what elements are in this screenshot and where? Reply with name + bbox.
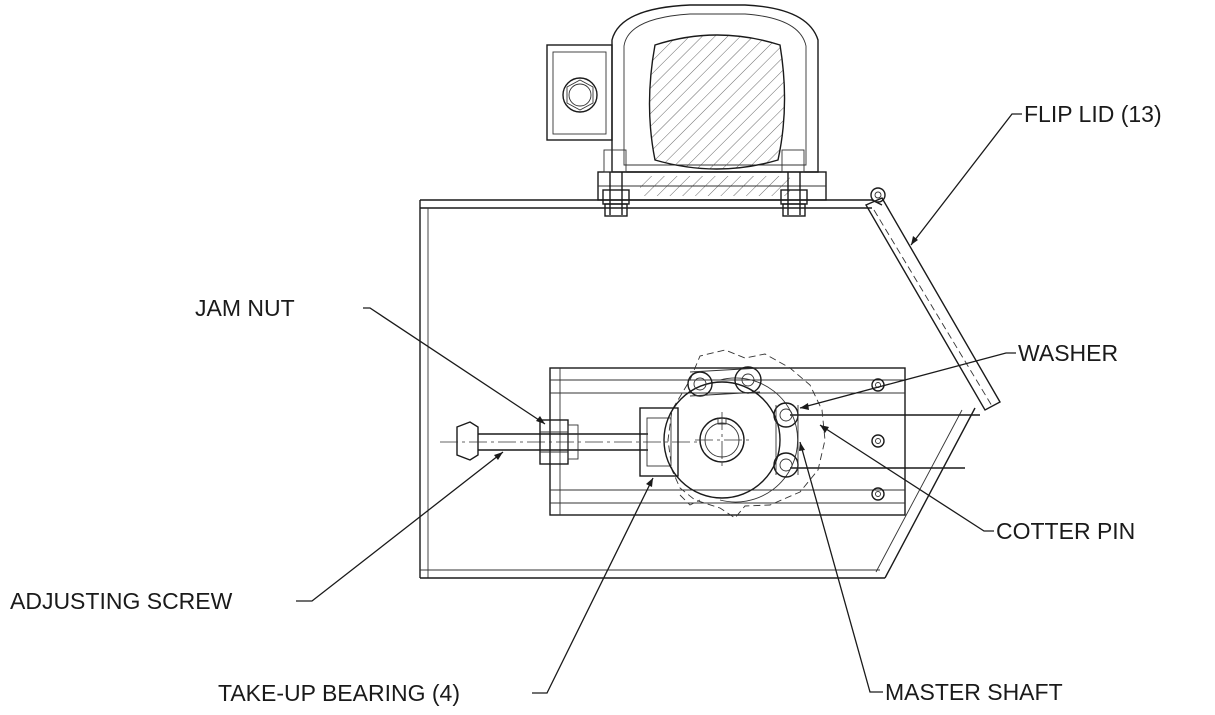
housing [419,187,976,579]
callout-washer: WASHER [1018,340,1118,366]
take-up-bearing [639,349,826,519]
callout-master-shaft: MASTER SHAFT [885,679,1063,705]
jam-nut-leader [363,307,546,425]
take-up-bearing-leader [532,477,654,694]
callouts: FLIP LID (13) JAM NUT WASHER COTTER PIN … [10,101,1162,706]
leader-lines [296,113,1022,694]
motor [546,4,827,217]
flip-lid [865,197,1001,411]
callout-adjusting-screw: ADJUSTING SCREW [10,588,233,614]
callout-flip-lid: FLIP LID (13) [1024,101,1162,127]
adjusting-screw-leader [296,451,504,602]
master-shaft-leader [799,441,883,693]
adjusting-screw [440,419,700,465]
callout-jam-nut: JAM NUT [195,295,295,321]
washer-leader [799,352,1016,409]
callout-take-up-bearing: TAKE-UP BEARING (4) [218,680,460,706]
take-up-frame [549,367,980,516]
cotter-pin-leader [819,424,994,532]
callout-cotter-pin: COTTER PIN [996,518,1135,544]
flip-lid-leader [910,113,1022,246]
